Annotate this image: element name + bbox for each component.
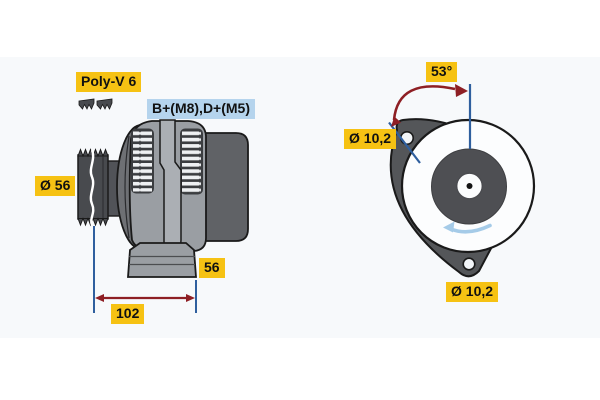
belt-section-icon: [78, 98, 113, 110]
overall-length-label: 102: [111, 304, 145, 324]
pulley-break-line: [89, 149, 95, 226]
alternator-rear-view: [388, 84, 536, 278]
mounting-hole-top: [399, 131, 414, 146]
mounting-foot: [127, 242, 197, 278]
mounting-hole-bottom: [462, 257, 476, 271]
pulley-diameter-label: Ø 56: [35, 176, 76, 196]
angle-arc-arrow: [391, 84, 468, 127]
terminals-label: B+(M8),D+(M5): [147, 99, 256, 119]
front-bracket-contour: [124, 135, 130, 239]
rotation-arrow: [443, 221, 492, 234]
belt-type-label: Poly-V 6: [76, 72, 142, 92]
vent-slots: [131, 128, 203, 195]
rear-cylinder: [204, 132, 249, 242]
mounting-hole-top-label: Ø 10,2: [344, 129, 397, 149]
pulley: [77, 148, 109, 227]
rear-length-label: 56: [199, 258, 225, 278]
dimension-102: [93, 226, 197, 313]
mounting-hole-bottom-label: Ø 10,2: [446, 282, 499, 302]
alternator-side-view: [77, 98, 249, 313]
shaft-center-dot: [466, 183, 473, 189]
mounting-angle-label: 53°: [426, 62, 458, 82]
